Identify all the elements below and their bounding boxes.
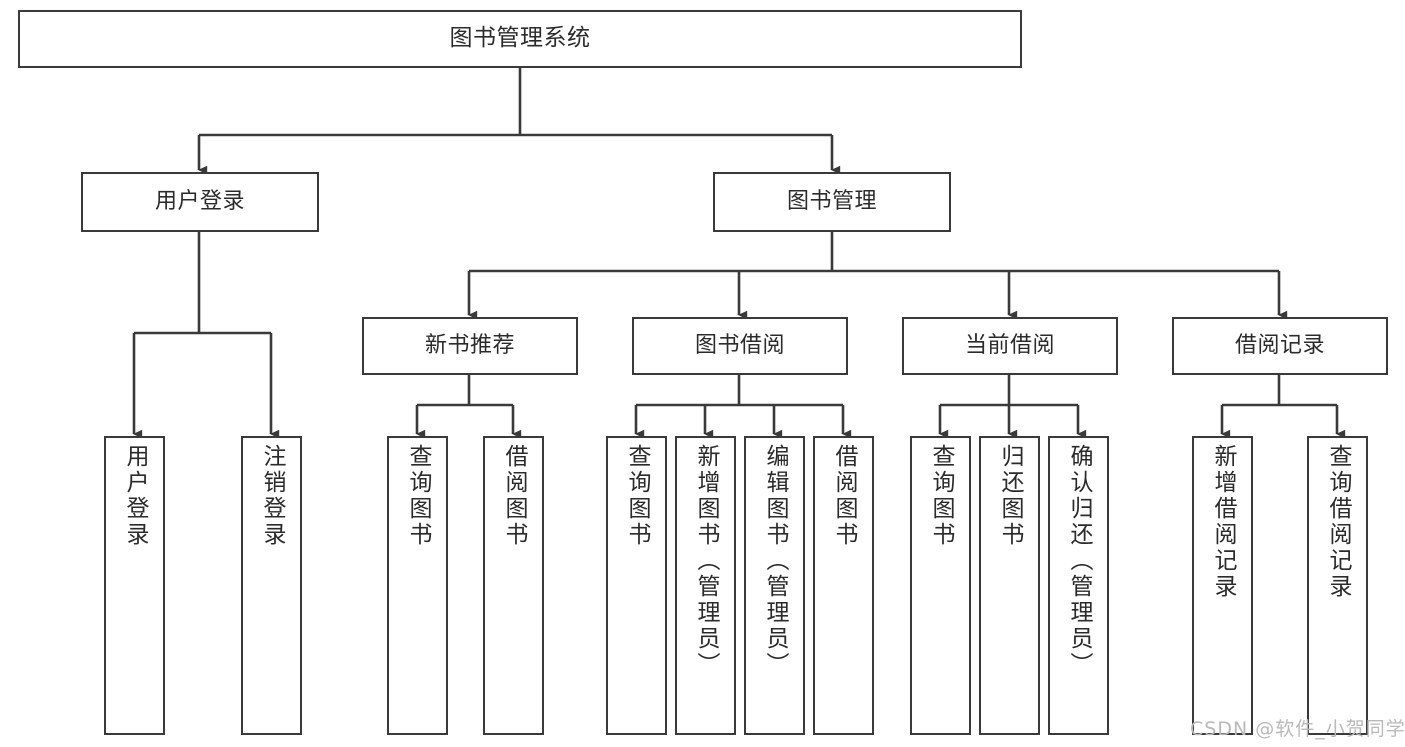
node-borrow-record[interactable]: 借阅记录: [1172, 317, 1388, 375]
node-label: 确认归还（管理员）: [1066, 444, 1092, 678]
node-root-book-management-system[interactable]: 图书管理系统: [18, 10, 1022, 68]
node-label: 当前借阅: [964, 333, 1055, 359]
node-label: 借阅记录: [1234, 333, 1325, 359]
node-label: 查询借阅记录: [1325, 444, 1351, 600]
node-label: 查询图书: [928, 444, 954, 548]
node-label: 图书管理系统: [449, 25, 591, 52]
node-label: 新书推荐: [424, 333, 515, 359]
watermark: CSDN @软件_小贺同学: [1190, 718, 1405, 740]
node-label: 归还图书: [997, 444, 1023, 548]
node-label: 图书借阅: [694, 333, 785, 359]
node-label: 新增借阅记录: [1210, 444, 1236, 600]
leaf-book-borrow-add-book-admin[interactable]: 新增图书（管理员）: [675, 436, 736, 735]
leaf-book-borrow-edit-book-admin[interactable]: 编辑图书（管理员）: [744, 436, 805, 735]
leaf-borrow-record-add-record[interactable]: 新增借阅记录: [1192, 436, 1253, 735]
node-book-management[interactable]: 图书管理: [713, 172, 951, 232]
node-label: 图书管理: [786, 189, 877, 215]
node-user-login[interactable]: 用户登录: [81, 172, 319, 232]
node-label: 注销登录: [259, 444, 285, 548]
leaf-current-borrow-return-book[interactable]: 归还图书: [979, 436, 1040, 735]
leaf-book-borrow-query-book[interactable]: 查询图书: [606, 436, 667, 735]
node-book-borrow[interactable]: 图书借阅: [632, 317, 848, 375]
node-current-borrow[interactable]: 当前借阅: [902, 317, 1118, 375]
node-label: 编辑图书（管理员）: [762, 444, 788, 678]
leaf-current-borrow-query-book[interactable]: 查询图书: [910, 436, 971, 735]
node-label: 借阅图书: [501, 444, 527, 548]
node-label: 新增图书（管理员）: [693, 444, 719, 678]
leaf-new-book-borrow-book[interactable]: 借阅图书: [483, 436, 544, 735]
leaf-borrow-record-query-record[interactable]: 查询借阅记录: [1307, 436, 1368, 735]
leaf-new-book-query-book[interactable]: 查询图书: [387, 436, 448, 735]
leaf-user-login-signin[interactable]: 用户登录: [104, 436, 165, 735]
node-new-book-recommend[interactable]: 新书推荐: [362, 317, 578, 375]
node-label: 查询图书: [405, 444, 431, 548]
node-label: 借阅图书: [831, 444, 857, 548]
leaf-current-borrow-confirm-return-admin[interactable]: 确认归还（管理员）: [1048, 436, 1109, 735]
leaf-book-borrow-borrow-book[interactable]: 借阅图书: [813, 436, 874, 735]
node-label: 用户登录: [154, 189, 245, 215]
leaf-user-login-logout[interactable]: 注销登录: [241, 436, 302, 735]
node-label: 用户登录: [122, 444, 148, 548]
node-label: 查询图书: [624, 444, 650, 548]
